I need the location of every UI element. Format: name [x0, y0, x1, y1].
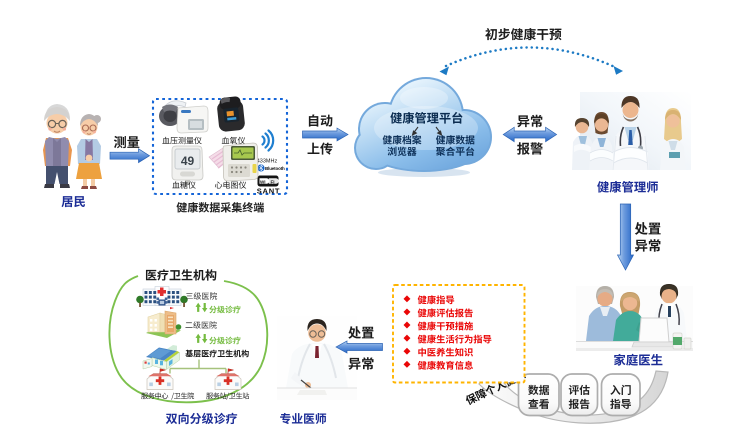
svg-text:Fi: Fi — [271, 180, 275, 185]
svg-text:SANT: SANT — [257, 187, 281, 196]
svg-text:Bluetooth: Bluetooth — [265, 166, 285, 171]
svg-text:49: 49 — [181, 154, 195, 168]
svg-text:433MHz: 433MHz — [257, 159, 278, 165]
svg-text:Wi: Wi — [260, 180, 266, 185]
